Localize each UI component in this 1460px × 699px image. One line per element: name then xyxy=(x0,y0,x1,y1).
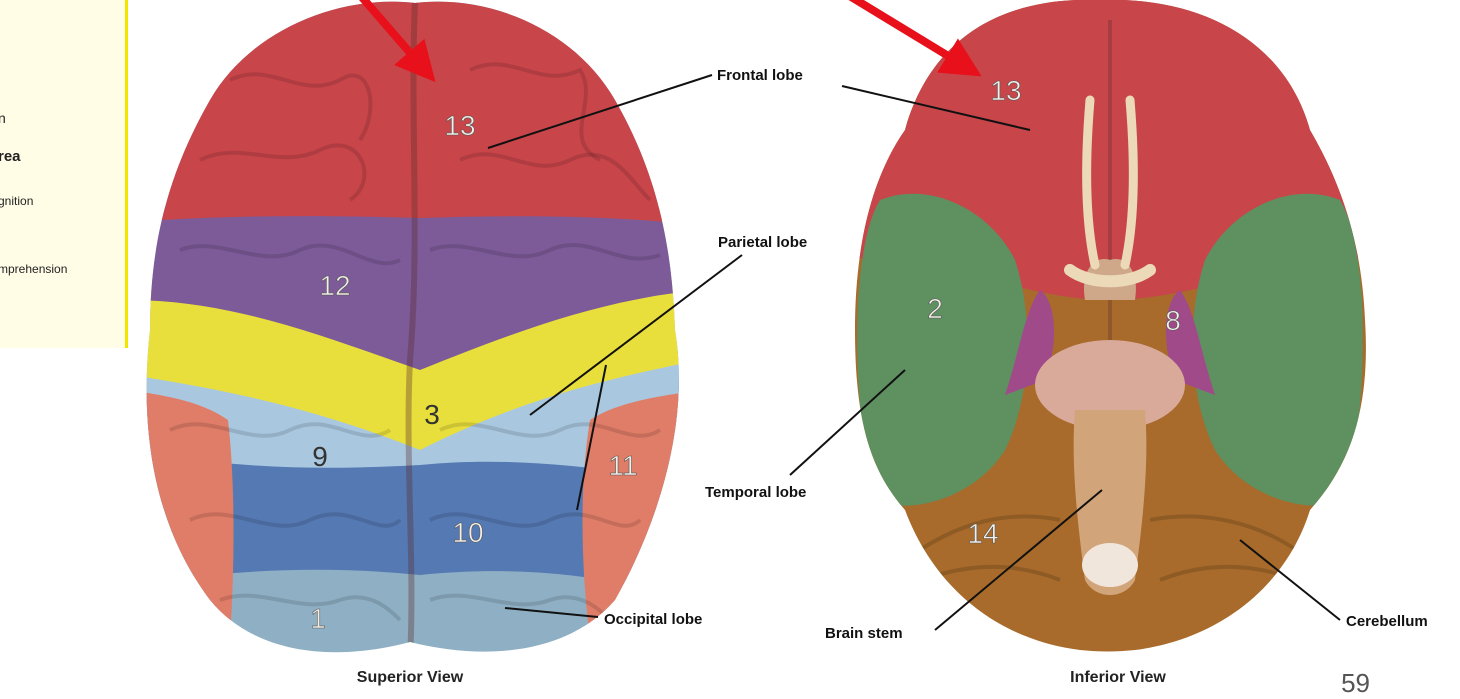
inferior-view-brain xyxy=(840,0,1380,660)
red-arrow-inferior xyxy=(848,0,968,68)
sup-number-10: 10 xyxy=(452,517,483,548)
superior-view-brain xyxy=(130,0,700,693)
sup-number-3: 3 xyxy=(424,399,440,430)
sup-number-9: 9 xyxy=(312,441,328,472)
spinal-cord-section xyxy=(1082,543,1138,587)
inf-number-13: 13 xyxy=(990,75,1021,106)
label-temporal-lobe: Temporal lobe xyxy=(705,484,806,501)
label-frontal-lobe: Frontal lobe xyxy=(717,67,803,84)
sup-number-13: 13 xyxy=(444,110,475,141)
label-cerebellum: Cerebellum xyxy=(1346,613,1428,630)
caption-superior-view: Superior View xyxy=(357,669,464,686)
label-brain-stem: Brain stem xyxy=(825,625,903,642)
caption-inferior-view: Inferior View xyxy=(1070,669,1166,686)
inf-number-8: 8 xyxy=(1165,305,1181,336)
inf-number-2: 2 xyxy=(927,293,943,324)
sup-number-12: 12 xyxy=(319,270,350,301)
inf-number-14: 14 xyxy=(967,518,998,549)
slide-number: 59 xyxy=(1341,668,1370,699)
label-parietal-lobe: Parietal lobe xyxy=(718,234,807,251)
label-occipital-lobe: Occipital lobe xyxy=(604,611,702,628)
sup-number-1: 1 xyxy=(310,603,326,634)
sup-number-11: 11 xyxy=(608,450,637,481)
